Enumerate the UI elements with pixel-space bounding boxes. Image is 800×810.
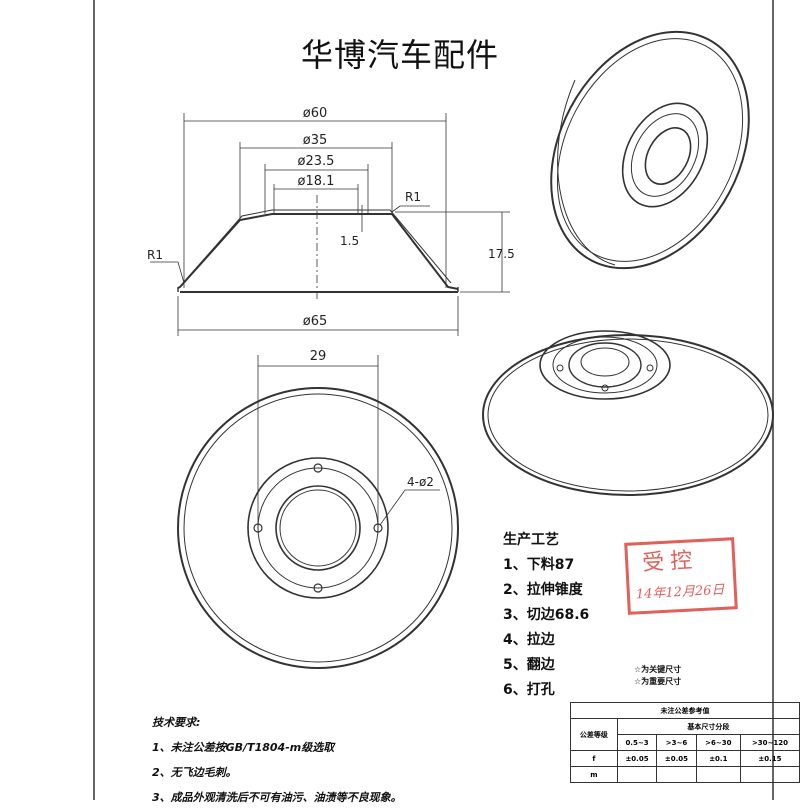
- legend-important: ☆为重要尺寸: [634, 677, 682, 686]
- value-cell: ±0.05: [656, 750, 697, 767]
- value-cell: ±0.05: [616, 750, 658, 767]
- dim-29: 29: [310, 349, 327, 364]
- tolerance-subtitle: 基本尺寸分段: [616, 718, 800, 735]
- technical-requirements: 技术要求: 1、未注公差按GB/T1804-m级选取 2、无飞边毛刺。 3、成品…: [152, 710, 402, 810]
- range-cell: 0.5~3: [616, 734, 658, 751]
- range-cell: >30~120: [739, 734, 800, 751]
- stamp-date: 14年12月26日: [635, 582, 725, 603]
- process-step: 1、下料87: [503, 557, 575, 573]
- dim-d65: ø65: [303, 314, 328, 329]
- dim-d18-1: ø18.1: [298, 174, 335, 189]
- section-view: [150, 113, 510, 336]
- dim-d35: ø35: [303, 133, 328, 148]
- top-view: [177, 355, 459, 669]
- legend-key: ☆为关键尺寸: [634, 665, 682, 674]
- dim-d60: ø60: [303, 106, 328, 121]
- dim-holes: 4-ø2: [407, 475, 434, 489]
- notes-heading: 技术要求:: [152, 716, 201, 729]
- process-step: 2、拉伸锥度: [503, 582, 583, 598]
- process-heading: 生产工艺: [503, 532, 559, 548]
- process-step: 5、翻边: [503, 657, 555, 673]
- range-cell: >6~30: [695, 734, 741, 751]
- stamp-text: 受控: [641, 548, 699, 576]
- note-item: 2、无飞边毛刺。: [152, 766, 237, 779]
- grade-f: f: [570, 750, 618, 767]
- dimension-legend: ☆为关键尺寸 ☆为重要尺寸: [634, 664, 681, 688]
- value-cell: ±0.15: [739, 750, 800, 767]
- isometric-view-2: [482, 330, 774, 496]
- process-step: 6、打孔: [503, 682, 555, 698]
- note-item: 1、未注公差按GB/T1804-m级选取: [152, 741, 335, 754]
- dim-d23-5: ø23.5: [298, 154, 335, 169]
- range-cell: >3~6: [656, 734, 697, 751]
- dim-1-5: 1.5: [340, 234, 359, 248]
- grade-m: m: [570, 766, 618, 783]
- tolerance-table: 未注公差参考值 公差等级 基本尺寸分段 0.5~3 >3~6 >6~30 >30…: [570, 702, 800, 800]
- dim-r1-left: R1: [147, 248, 163, 262]
- production-process: 生产工艺 1、下料87 2、拉伸锥度 3、切边68.6 4、拉边 5、翻边 6、…: [503, 528, 589, 703]
- process-step: 4、拉边: [503, 632, 555, 648]
- dim-17-5: 17.5: [488, 247, 515, 261]
- process-step: 3、切边68.6: [503, 607, 590, 623]
- value-cell: ±0.1: [695, 750, 741, 767]
- control-stamp: 受控 14年12月26日: [624, 537, 738, 615]
- note-item: 3、成品外观清洗后不可有油污、油渍等不良现象。: [152, 791, 402, 804]
- tolerance-row-label: 公差等级: [570, 718, 618, 751]
- tolerance-title: 未注公差参考值: [570, 702, 800, 719]
- dim-r1-top: R1: [405, 190, 421, 204]
- drawing-title: 华博汽车配件: [300, 36, 499, 74]
- isometric-view-1: [550, 30, 750, 270]
